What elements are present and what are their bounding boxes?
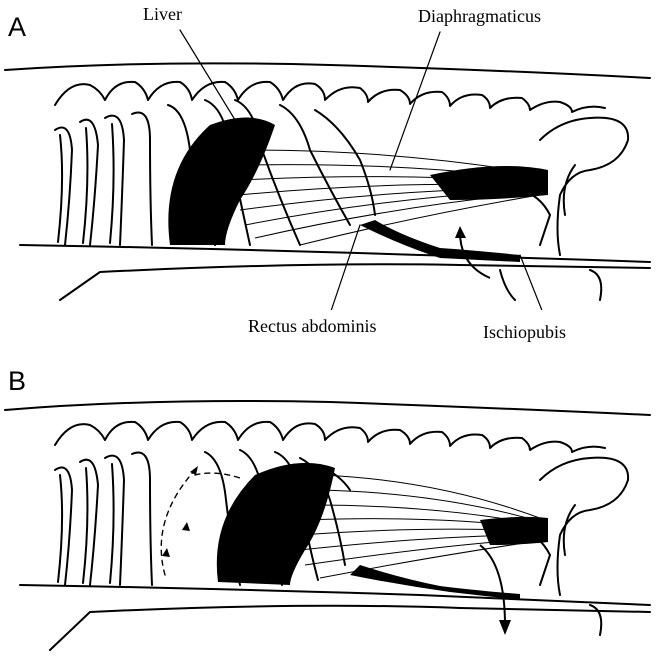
diaphragmaticus-tendon: [430, 166, 548, 200]
dorsal-body-outline: [5, 401, 650, 415]
arrow-head-icon: [455, 226, 466, 238]
dorsal-body-outline: [5, 63, 650, 78]
vertebral-column: [55, 422, 605, 452]
label-rectus-abdominis: Rectus abdominis: [248, 316, 377, 337]
ischiopubis-muscle: [360, 220, 520, 262]
ventral-body-outline: [20, 245, 650, 262]
rib-motion-path: [195, 473, 240, 478]
vertebral-column: [55, 82, 605, 112]
ventral-body-outline: [20, 585, 650, 605]
arrow-head-icon: [499, 620, 511, 635]
arrow-icon: [480, 545, 505, 625]
diaphragmaticus-tendon: [480, 517, 548, 545]
ventral-skin-line: [60, 264, 650, 300]
crocodile-trunk-diagram-inspiration: [0, 0, 660, 310]
ventral-skin-line: [50, 606, 650, 650]
label-ischiopubis: Ischiopubis: [483, 322, 566, 343]
rib-motion-arrowheads: [162, 466, 198, 557]
liver: [217, 463, 335, 585]
crocodile-trunk-diagram-expiration: [0, 360, 660, 657]
rib-motion-path: [161, 470, 195, 575]
liver: [168, 118, 275, 246]
